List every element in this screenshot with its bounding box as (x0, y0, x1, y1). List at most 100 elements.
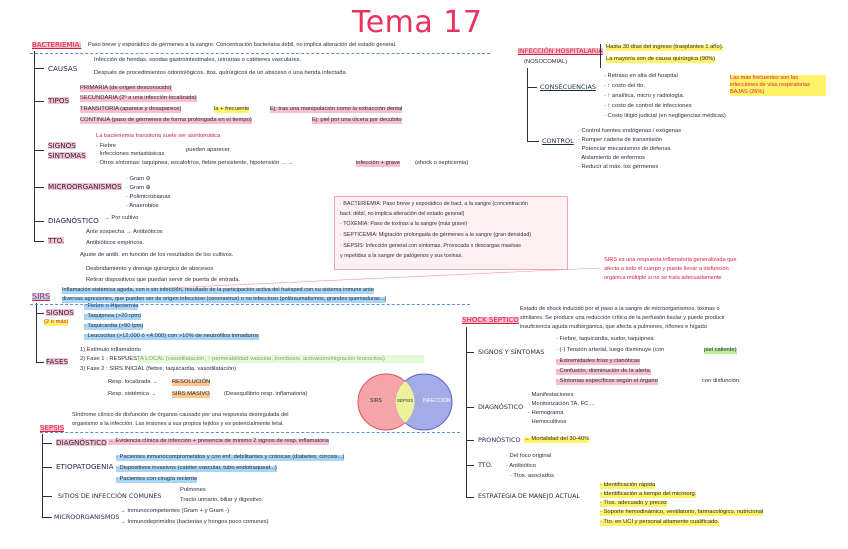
venn-label-sirs: SIRS (370, 398, 382, 404)
signos-grave: infección + grave (356, 160, 400, 167)
control-label: CONTROL (542, 137, 574, 145)
tto-item: Desbridamiento y drenaje quirúrgico de a… (86, 266, 214, 272)
sepsis-header: SEPSIS (40, 424, 65, 432)
connector (466, 465, 474, 466)
bacteriemia-trunk (34, 51, 35, 241)
etio-item: · Pacientes inmunocomprometidos y con en… (116, 454, 345, 461)
tto-item: Antibióticos empíricos. (86, 240, 144, 246)
control-item: · Romper cadena de transmisión (578, 137, 663, 143)
shock-tto-item: · Del foco original (506, 453, 552, 459)
signos-item: · Otros síntomas: taquipnea, escalofríos… (96, 160, 294, 166)
etio-item: · Pacientes con cirugía reciente (116, 476, 198, 483)
connector (34, 187, 44, 188)
connector (36, 313, 44, 314)
sirs-note: SIRS es una respuesta inflamatoria gener… (604, 257, 737, 263)
box-line: · SEPSIS: Infección general con síntomas… (340, 243, 521, 249)
page-title: Tema 17 (352, 5, 483, 40)
estrategia-item: · Tto. en UCI y personal altamente cuali… (600, 519, 720, 526)
tipo-item: TRANSITORIA (aparece y desaparece) (80, 106, 182, 113)
shock-trunk (466, 327, 467, 497)
sirs-signo: · Taquicardia (>90 lpm) (84, 323, 144, 330)
signos-item: La bacteriemia transitoria suele ser asi… (96, 133, 221, 139)
consecuencias-label: CONSECUENCIAS (540, 83, 597, 91)
hospitalaria-branch (527, 68, 528, 142)
estrategia-item: · Identificación rápida (600, 482, 656, 489)
sirs-signos-sub: (2 o más) (44, 319, 69, 326)
tto-label: TTO. (48, 236, 65, 245)
sepsis-micro-item: → Inmunodeprimidos (bacterias y hongos p… (120, 519, 269, 525)
sintomas-label: SÍNTOMAS (48, 151, 86, 160)
hospitalaria-def: Hasta 30 días del ingreso (trasplantes 1… (606, 44, 724, 51)
sirs-signos-label: SIGNOS (46, 308, 74, 317)
shock-estrategia-label: ESTRATEGIA DE MANEJO ACTUAL (478, 493, 580, 500)
sirs-note: orgánica múltiple si no se trata adecuad… (604, 275, 722, 281)
definitions-box (334, 196, 568, 270)
tipo-example: Ej: piel por una úlcera por decúbito (312, 117, 402, 124)
shock-signo-note: con disfunción. (702, 378, 741, 384)
shock-diag-item: · Monitorización TA, FC ... (528, 401, 595, 407)
shock-diag-item: · Manifestaciones (528, 392, 574, 398)
connector (42, 517, 52, 518)
venn-label-sepsis: SEPSIS (397, 398, 414, 403)
tto-item: Ajuste de antib. en función de los resul… (80, 252, 234, 258)
section-divider (30, 53, 490, 54)
connector (466, 352, 474, 353)
sepsis-diag-item: → Evidencia clínica de infección + prese… (108, 438, 329, 445)
fase-item: 1) Estímulo inflamatorio (80, 347, 141, 353)
consecuencias-item: · ↑ costo del tto. (604, 83, 645, 89)
signos-note: (shock o septicemia) (415, 160, 469, 166)
hospitalaria-note-text: Las más frecuentes son las infecciones d… (730, 75, 810, 95)
venn-label-infeccion: INFECCIÓN (423, 398, 451, 404)
shock-diag-item: · Hemocultivos (528, 419, 567, 425)
sitios-item: Tracto urinario, biliar y digestivo. (180, 497, 264, 503)
sitios-label: SITIOS DE INFECCIÓN COMUNES (58, 492, 162, 500)
tipo-frequency-note: la + frecuente (214, 106, 250, 113)
control-item: · Aislamiento de enfermos (578, 155, 646, 161)
shock-signo: · Síntomas específicos según el órgano (556, 378, 658, 385)
box-line: · TOXEMIA: Paso de toxinas a la sangre (… (340, 221, 468, 227)
connector (34, 150, 44, 151)
tipos-label: TIPOS (48, 96, 70, 105)
sirs-note: afecta a todo el cuerpo y puede llevar a… (604, 266, 729, 272)
consecuencias-item: · ↑ costo de control de infecciones (604, 103, 692, 109)
estrategia-item: · Ttos. adecuado y precoz (600, 500, 667, 507)
micro-label: MICROORGANISMOS (48, 182, 122, 191)
shock-pron-item: → Mortalidad del 30-40% (524, 436, 590, 443)
sepsis-def: organismo a la infección. Las lesiones a… (72, 421, 284, 427)
diagnostico-label: DIAGNÓSTICO (48, 216, 99, 225)
connector (466, 497, 474, 498)
shock-def: Estado de shock inducido por el paso a l… (520, 306, 720, 312)
resp-sistemica: Resp. sistémica → (108, 391, 157, 397)
sepsis-diag-label: DIAGNÓSTICO (56, 438, 107, 447)
sepsis-def: Síndrome clínico de disfunción de órgano… (72, 412, 289, 418)
sepsis-micro-item: → Inmunocompetentes (Gram + y Gram -) (120, 508, 230, 514)
shock-tto-label: TTO. (478, 461, 493, 469)
venn-diagram (357, 373, 453, 431)
estrategia-item: · Soporte hemodinámico, ventilatorio, fa… (600, 509, 764, 516)
connector (527, 87, 537, 88)
sitios-item: Pulmones (180, 487, 206, 493)
hospitalaria-subheader: (NOSOCOMIAL) (524, 59, 568, 65)
fase-item: 3) Fase 2 : SIRS INICIAL (fiebre, taquic… (80, 366, 237, 372)
tto-item: Retirar dispositivos que puedan servir d… (86, 277, 241, 283)
causas-item: Después de procedimientos odontológicos,… (94, 70, 346, 76)
signos-item: · Fiebre (96, 143, 116, 149)
tipo-example: Ej: tras una manipulación como la extrac… (270, 106, 403, 113)
connector (42, 496, 52, 497)
micro-item: · Gram ⊕ (126, 185, 151, 191)
sirs-masivo: SIRS MASIVO (172, 391, 210, 398)
estrategia-item: · Identificación a tiempo del microorg. (600, 491, 697, 498)
shock-diag-label: DIAGNÓSTICO (478, 403, 524, 411)
causas-label: CAUSAS (48, 64, 78, 73)
box-line: bact. débil, no implica alteración del e… (340, 211, 465, 217)
sirs-def: Inflamación sistémica aguda, con o sin i… (62, 287, 374, 294)
venn-overlap (395, 381, 415, 423)
connector (34, 68, 44, 69)
connector (42, 443, 52, 444)
shock-signo-highlight: piel caliente) (704, 347, 737, 354)
signos-label: SIGNOS (48, 141, 76, 150)
bacteriemia-definition: Paso breve y esporádico de gérmenes a la… (88, 42, 397, 48)
connector (466, 407, 474, 408)
section-divider (30, 304, 470, 305)
shock-header: SHOCK SÉPTICO (462, 316, 519, 324)
